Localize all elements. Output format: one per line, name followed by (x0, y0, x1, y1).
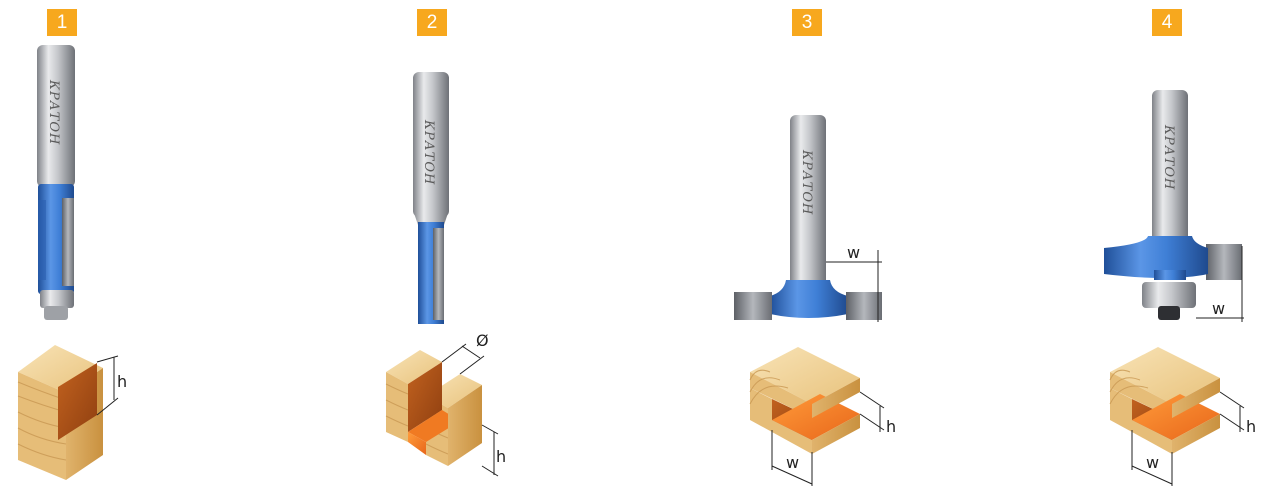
flush-trim-bit-illustration: КРАТОН h (17, 45, 127, 480)
brand-engraving: КРАТОН (46, 79, 61, 145)
panel-2: 2 КРАТОН Ø h (370, 0, 670, 491)
bit-blade (433, 228, 444, 320)
groove-bottom (408, 432, 426, 455)
dimension-label-h: h (117, 372, 127, 391)
panel-number-badge: 3 (792, 9, 822, 36)
bit-blade-right (846, 292, 882, 320)
panel-number-badge: 2 (417, 9, 447, 36)
bit-bearing (1142, 282, 1196, 308)
wood-block-side (448, 385, 482, 466)
dimension-label-w-top: w (1212, 299, 1225, 318)
panel-number-badge: 4 (1152, 9, 1182, 36)
bit-shank (37, 45, 75, 187)
wood-block-top (750, 347, 860, 404)
trimmed-edge (58, 363, 97, 440)
wood-block-front (18, 372, 66, 480)
panel-number-badge: 1 (47, 9, 77, 36)
wood-block-top (386, 350, 442, 384)
dimension-label-w-top: w (847, 243, 860, 262)
wood-block-side (1172, 378, 1220, 418)
straight-groove-bit-illustration: КРАТОН Ø h (385, 72, 506, 477)
bit-shank (413, 72, 449, 217)
dimension-label-diameter: Ø (476, 331, 489, 350)
slot-bottom (772, 394, 860, 440)
wood-block-front (386, 372, 408, 442)
bit-blade-right (1206, 244, 1242, 280)
groove-wall (408, 362, 442, 432)
bit-blade (62, 198, 74, 286)
slot-cutter-bit-illustration: КРАТОН w h w (734, 115, 896, 486)
bit-bearing (40, 290, 74, 308)
panel-3: 3 КРАТОН w h w (720, 0, 990, 491)
bit-cutter-body (770, 280, 848, 318)
wood-block-top (1110, 347, 1220, 404)
panel-4: 4 КРАТОН w h w (1080, 0, 1275, 491)
dimension-label-h: h (1246, 417, 1256, 436)
bit-shank (1152, 90, 1188, 245)
wood-block-front (1110, 372, 1172, 418)
brand-engraving: КРАТОН (421, 119, 436, 185)
dimension-label-w: w (786, 453, 799, 472)
bit-blade-left (734, 292, 772, 320)
slot-bottom (1132, 394, 1220, 440)
brand-engraving: КРАТОН (799, 149, 814, 215)
bit-cutter-body (1104, 236, 1208, 278)
bit-shank (790, 115, 826, 295)
dimension-label-w: w (1146, 453, 1159, 472)
wood-block-side (812, 378, 860, 418)
panel-1: 1 КРАТОН h (0, 0, 300, 491)
wood-block-front (750, 372, 812, 418)
dimension-label-h: h (496, 447, 506, 466)
dimension-label-h: h (886, 417, 896, 436)
bearing-slot-cutter-bit-illustration: КРАТОН w h w (1104, 90, 1256, 486)
brand-engraving: КРАТОН (1161, 124, 1176, 190)
